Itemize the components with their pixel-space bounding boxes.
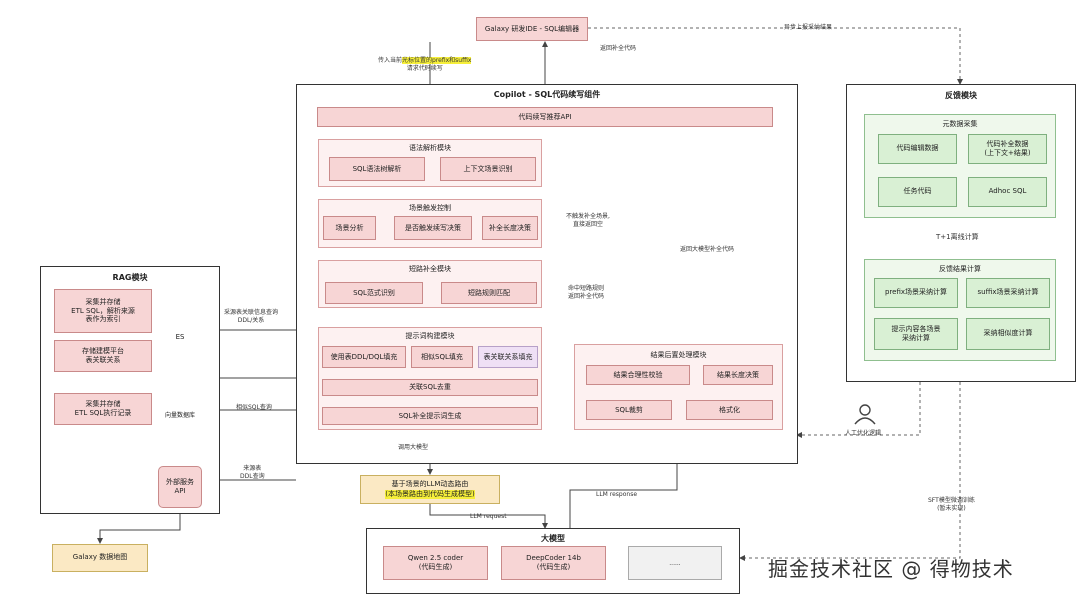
model-more: ...... [628,546,722,580]
length-decision: 补全长度决策 [482,216,538,240]
vector-db-label: 向量数据库 [164,412,195,419]
completion-data: 代码补全数据 (上下文+结果) [968,134,1047,164]
external-api: 外部服务 API [158,466,202,508]
rag-collect-etl: 采集并存储 ETL SQL，解析来源 表作为索引 [54,289,152,333]
rag-title: RAG模块 [112,273,148,282]
context-scene-recognition: 上下文场景识别 [440,157,536,181]
copilot-title: Copilot - SQL代码续写组件 [493,90,601,99]
shortcut-title: 短路补全模块 [409,265,451,273]
prompt-generation: SQL补全提示词生成 [322,407,538,425]
related-sql-dedup: 关联SQL去重 [322,379,538,396]
task-code: 任务代码 [878,177,957,207]
return-completion-label: 返回补全代码 [600,45,637,52]
es-label: ES [175,333,185,341]
sql-pattern-recognition: SQL范式识别 [325,282,423,304]
watermark: 掘金技术社区 @ 得物技术 [768,557,1014,581]
pass-prefix-label: 传入当前光标位置的prefix和suffix 请求代码续写 [378,57,472,73]
shortcut-rule-match: 短路规则匹配 [441,282,537,304]
adhoc-sql: Adhoc SQL [968,177,1047,207]
model-deepcoder: DeepCoder 14b (代码生成) [501,546,606,580]
formatting: 格式化 [686,400,773,420]
similarity-calc: 采纳相似度计算 [966,318,1050,350]
sql-ast-parse: SQL语法树解析 [329,157,425,181]
prompt-title: 提示词构建模块 [405,332,455,340]
galaxy-data-map: Galaxy 数据地图 [52,544,148,572]
trigger-decision: 是否触发续写决策 [394,216,472,240]
llm-response-label: LLM response [596,491,638,498]
ddl-fill: 使用表DDL/DQL填充 [322,346,406,368]
llm-request-label: LLM request [470,513,507,520]
feedback-title: 反馈模块 [945,91,977,100]
human-opt-label: 人工优化逻辑 [845,430,882,437]
meta-title: 元数据采集 [942,120,978,128]
suffix-accept-calc: suffix场景采纳计算 [966,278,1050,308]
trigger-title: 场景触发控制 [409,204,451,212]
rag-store-relations: 存储建模平台 表关联关系 [54,340,152,372]
hit-shortcut-label: 命中短路规则返回补全代码 [568,285,605,301]
call-llm-label: 调用大模型 [398,444,429,451]
result-validation: 结果合理性校验 [586,365,690,385]
result-length-decision: 结果长度决策 [703,365,773,385]
calc-title: 反馈结果计算 [939,265,981,273]
syntax-title: 语法解析模块 [409,144,451,152]
ide-box: Galaxy 研发IDE - SQL编辑器 [476,17,588,41]
sql-trim: SQL裁剪 [586,400,672,420]
llm-router: 基于场景的LLM动态路由 (本场景路由到代码生成模型) [360,475,500,504]
similar-sql-label: 相似SQL查询 [236,404,272,411]
code-edit-data: 代码编辑数据 [878,134,957,164]
model-qwen: Qwen 2.5 coder (代码生成) [383,546,488,580]
no-trigger-label: 不触发补全场景,直接返回空 [566,213,610,229]
person-icon [854,404,876,425]
similar-sql-fill: 相似SQL填充 [411,346,473,368]
t1-label: T+1离线计算 [936,233,979,241]
prompt-accept-calc: 提示内容各场景 采纳计算 [874,318,958,350]
scene-analysis: 场景分析 [323,216,376,240]
llm-title: 大模型 [541,534,565,543]
prefix-accept-calc: prefix场景采纳计算 [874,278,958,308]
rag-collect-exec: 采集并存储 ETL SQL执行记录 [54,393,152,425]
async-report-label: 异步上报采纳结果 [784,24,833,31]
relation-fill: 表关联关系填充 [478,346,538,368]
post-title: 结果后置处理模块 [650,351,707,359]
return-llm-label: 返回大模型补全代码 [680,246,735,253]
sft-label: SFT模型微调训练(暂未实现) [928,497,975,513]
completion-api: 代码续写推荐API [317,107,773,127]
